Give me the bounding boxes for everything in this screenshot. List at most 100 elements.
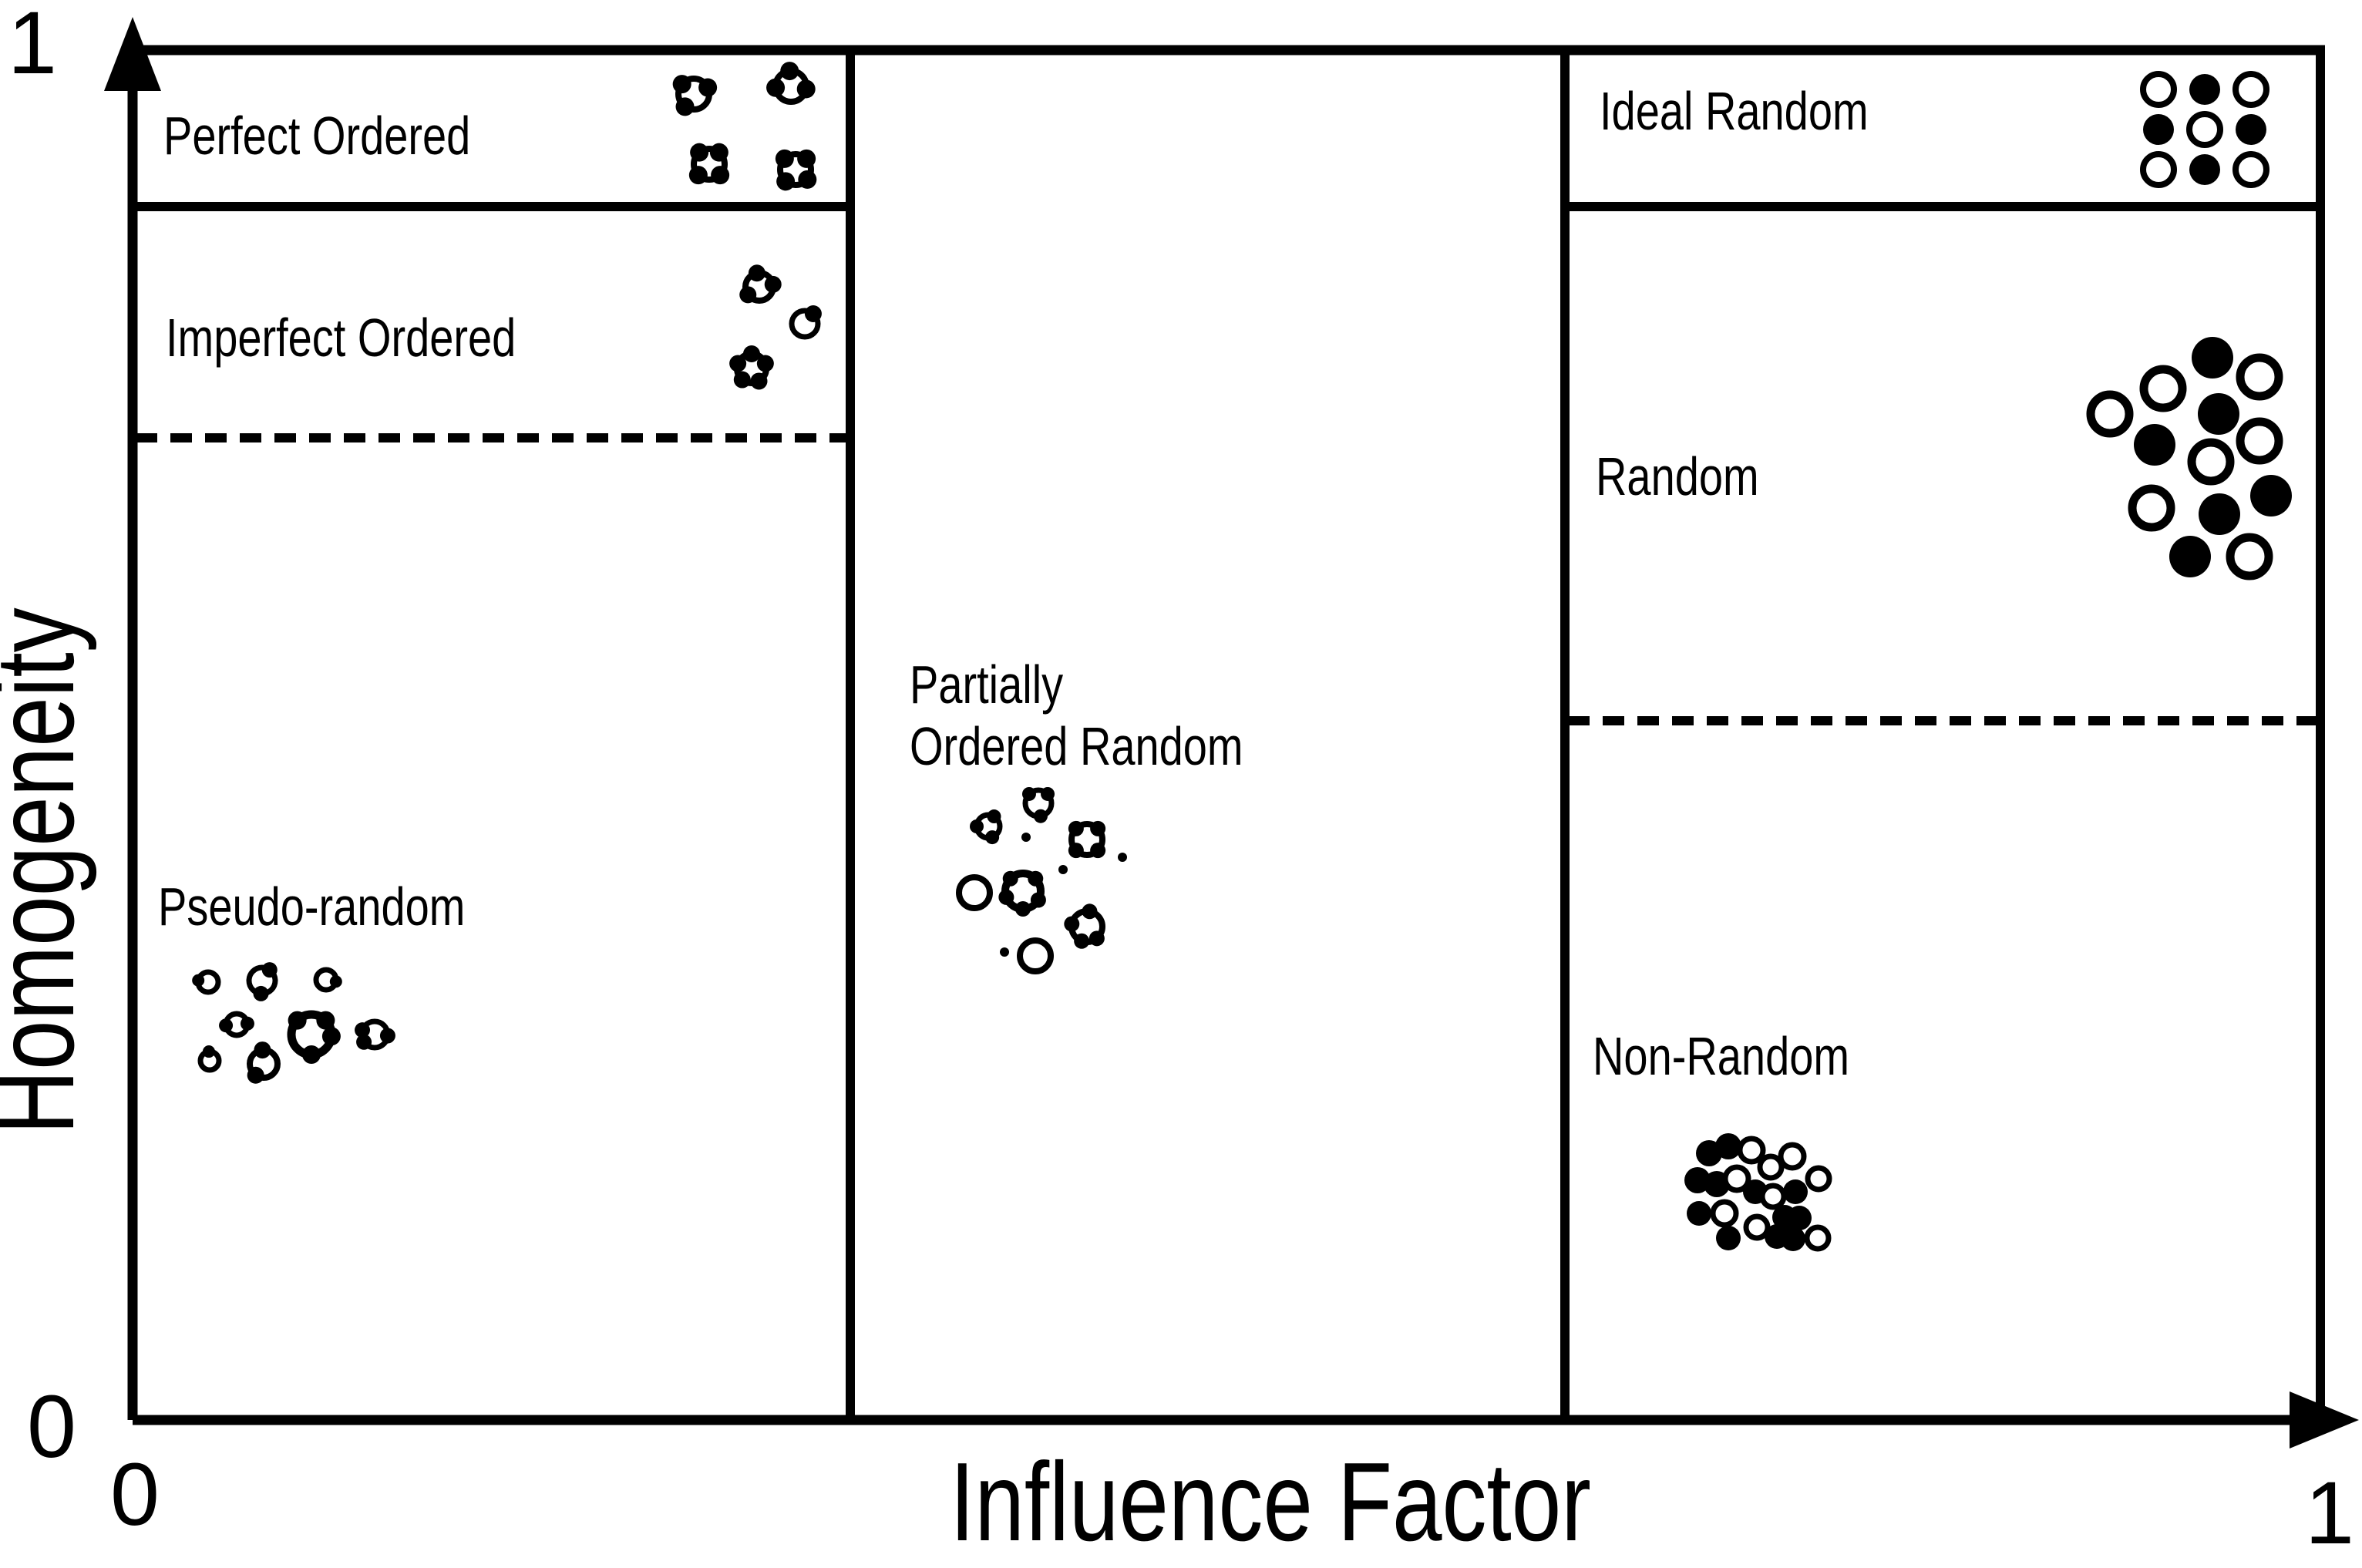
particle [2143, 74, 2174, 105]
particle-dot [673, 75, 691, 93]
particle-dot [302, 1045, 321, 1064]
particle [2134, 424, 2175, 466]
particle-dot [1068, 821, 1084, 836]
particle-dot [985, 830, 999, 844]
particle-dot [798, 170, 816, 189]
particle [2189, 114, 2220, 145]
particle [2236, 114, 2266, 145]
particle-dot [797, 150, 816, 168]
particle [2189, 154, 2220, 185]
particle-dot [765, 276, 782, 293]
particle-dot [676, 97, 695, 116]
particle-dot [1015, 901, 1031, 917]
particle-dot [241, 1017, 254, 1031]
particle [2236, 74, 2266, 105]
particle [1021, 833, 1031, 842]
particle-dot [203, 1045, 215, 1058]
particle [1781, 1226, 1805, 1251]
particle-dot [1089, 930, 1105, 946]
particle [2192, 442, 2230, 481]
particle [1781, 1145, 1804, 1168]
particle-dot [254, 986, 269, 1001]
particle-dot [766, 79, 785, 97]
region-label-random: Random [1596, 447, 1759, 506]
particle [1783, 1179, 1808, 1204]
particle [2143, 114, 2174, 145]
particle-dot [1031, 893, 1046, 908]
x-axis-max-label: 1 [2305, 1464, 2354, 1563]
particle [2192, 337, 2233, 379]
particle [2169, 536, 2211, 577]
particle-dot [1064, 917, 1079, 932]
particle [2240, 358, 2279, 396]
particle-dot [316, 1011, 335, 1030]
cluster-partially-ordered-random [959, 787, 1127, 971]
particle-dot [1034, 809, 1048, 823]
particle [1118, 853, 1127, 862]
particle-dot [1041, 787, 1055, 801]
particle [959, 877, 990, 908]
cluster-ideal-random [2143, 74, 2266, 185]
particle [1740, 1139, 1763, 1162]
particle-dot [1082, 903, 1097, 919]
particle [1713, 1202, 1736, 1225]
particle [1760, 1156, 1782, 1178]
particle [1746, 1216, 1768, 1238]
particle [1058, 865, 1068, 874]
particle [1687, 1201, 1711, 1226]
particle [2091, 395, 2129, 433]
particle-dot [780, 62, 799, 80]
particle-dot [1090, 843, 1105, 858]
particle-dot [749, 264, 765, 281]
particle-dot [711, 166, 729, 184]
particle [2240, 422, 2279, 460]
y-axis-title: Homogeneity [0, 607, 97, 1135]
particle-dot [776, 172, 795, 190]
particle-dot [356, 1035, 372, 1050]
particle-dot [1068, 843, 1084, 858]
particle [2236, 154, 2266, 185]
particle-dot [734, 372, 751, 389]
x-axis-title: Influence Factor [950, 1439, 1591, 1564]
particle-dot [710, 143, 728, 162]
particle-dot [1074, 934, 1089, 949]
particle-dot [288, 1011, 307, 1030]
particle-dot [380, 1028, 395, 1043]
particle [1000, 947, 1009, 957]
particle-dot [739, 286, 756, 303]
cluster-pseudo-random [192, 962, 395, 1084]
region-label-ideal-random: Ideal Random [1600, 82, 1869, 141]
particle [1020, 940, 1051, 971]
particle-dot [729, 355, 746, 372]
x-axis-min-label: 0 [110, 1445, 160, 1544]
particle-dot [797, 79, 816, 98]
particle-dot [988, 809, 1001, 823]
particle [2230, 537, 2269, 576]
particle [1807, 1227, 1829, 1249]
cluster-imperfect-ordered [729, 264, 822, 389]
particle [1716, 1226, 1741, 1250]
particle [2250, 475, 2292, 516]
particle [2198, 393, 2239, 435]
y-axis-max-label: 1 [8, 0, 57, 93]
particle [1715, 1133, 1741, 1159]
region-label-partially-line1: Partially [910, 655, 1063, 715]
region-label-partially-line2: Ordered Random [910, 717, 1243, 776]
particle [1762, 1186, 1784, 1207]
particle-dot [689, 166, 708, 184]
cluster-non-random [1684, 1133, 1829, 1251]
particle [1787, 1206, 1812, 1230]
particle-dot [330, 975, 342, 988]
cluster-perfect-ordered [673, 62, 817, 190]
particle [2132, 489, 2171, 527]
particle-dot [690, 143, 708, 162]
particle-dot [776, 150, 794, 168]
particle-dot [751, 372, 768, 389]
particle-dot [698, 79, 717, 97]
particle-dot [743, 345, 760, 362]
particle-dot [1003, 871, 1018, 887]
particle [2189, 74, 2220, 105]
particle-dot [805, 305, 822, 322]
region-label-pseudo-random: Pseudo-random [158, 877, 465, 937]
